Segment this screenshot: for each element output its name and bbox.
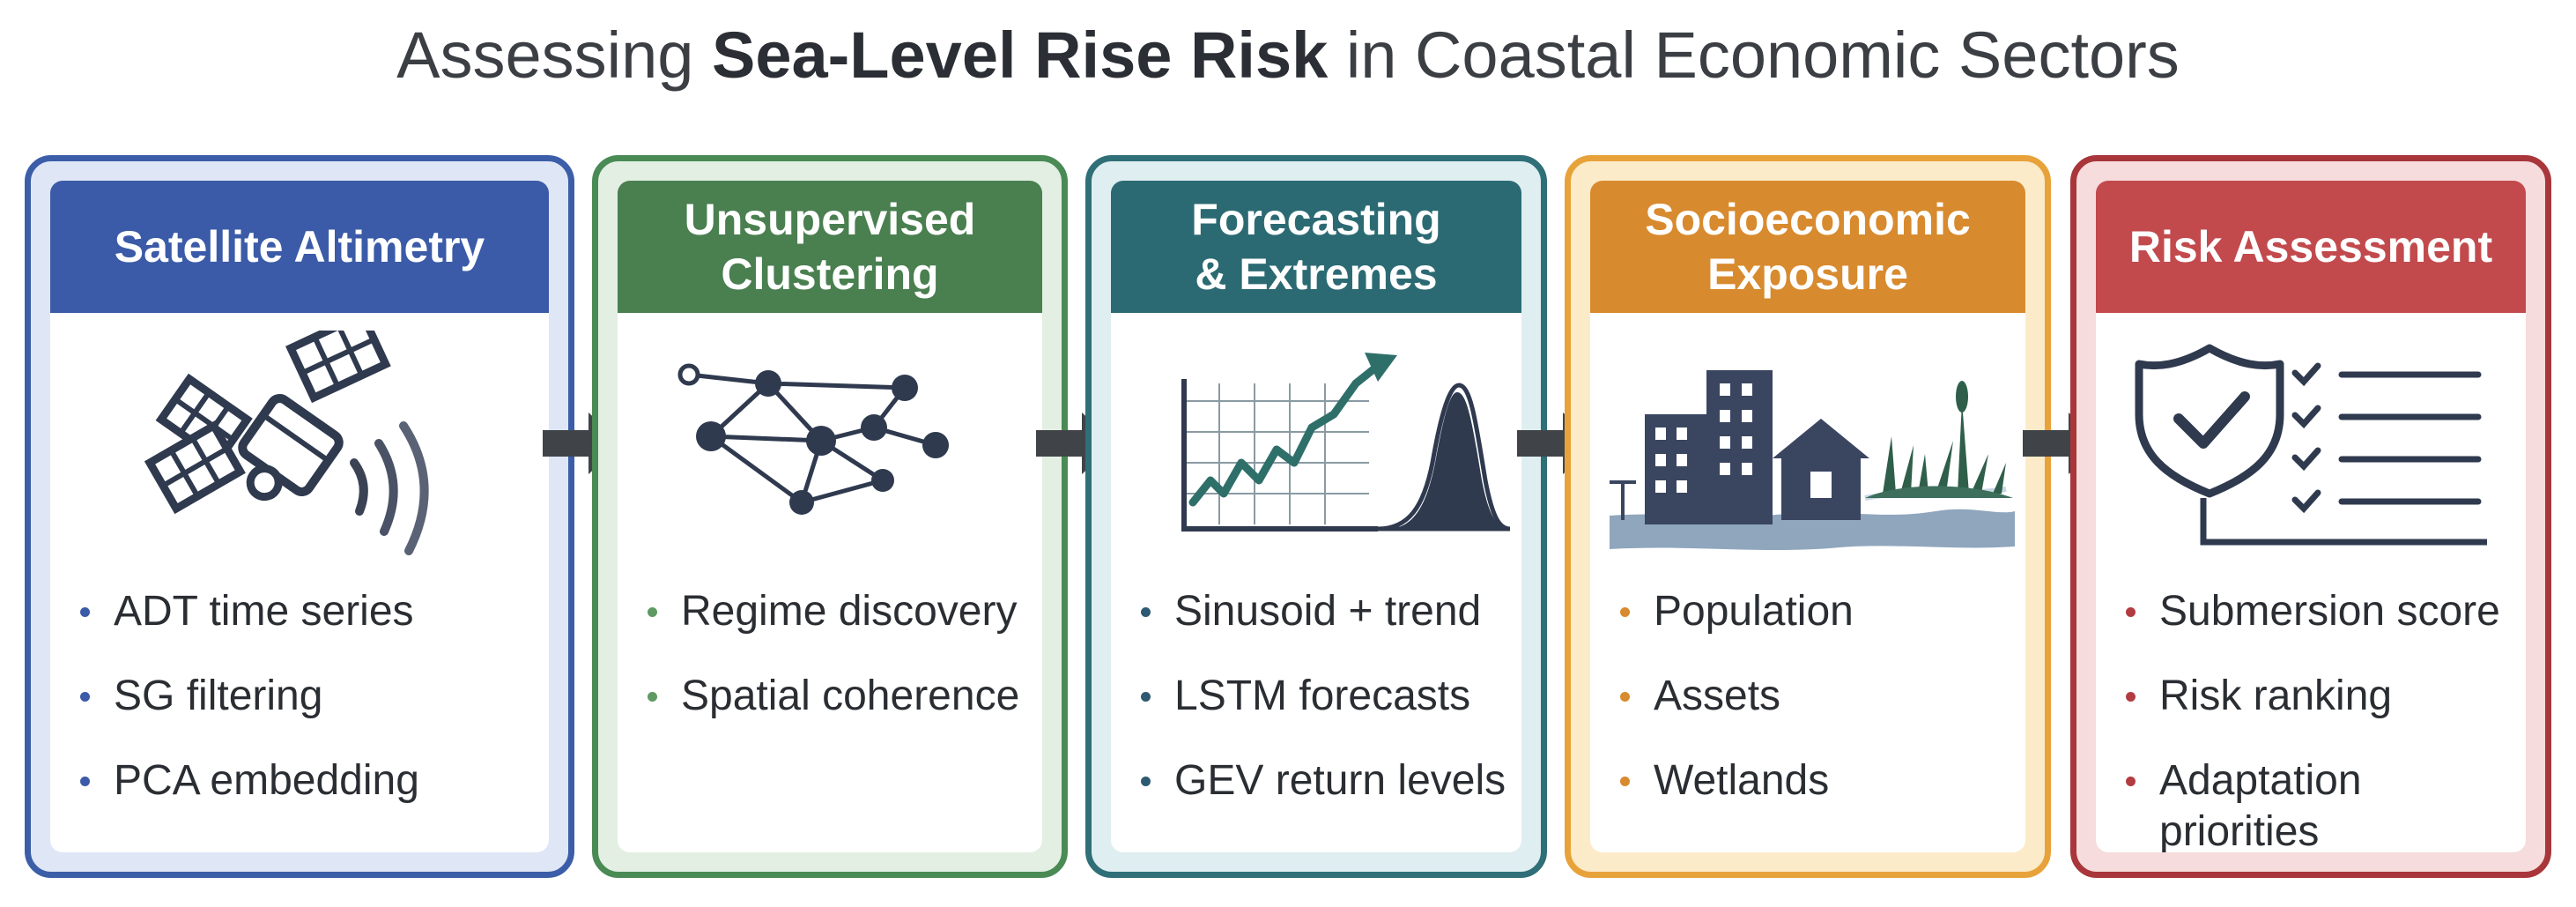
stage-bullet-list: Regime discovery Spatial coherence — [618, 586, 1042, 755]
bullet-dot — [80, 777, 90, 786]
stage-header-line1: Socioeconomic — [1645, 195, 1971, 244]
title-prefix: Assessing — [396, 19, 712, 92]
stage-card-forecasting-extremes: Forecasting & Extremes — [1085, 155, 1547, 878]
list-item: PCA embedding — [50, 755, 549, 807]
list-item: Wetlands — [1590, 755, 2025, 807]
list-item: SG filtering — [50, 671, 549, 722]
stage-bullet-list: Sinusoid + trend LSTM forecasts GEV retu… — [1111, 586, 1521, 840]
list-item: Sinusoid + trend — [1111, 586, 1521, 637]
stage-bullet-list: Submersion score Risk ranking Adaptation… — [2096, 586, 2526, 852]
list-item: Population — [1590, 586, 2025, 637]
stage-header: Forecasting & Extremes — [1111, 181, 1521, 313]
list-item: Risk ranking — [2096, 671, 2526, 722]
list-item: Regime discovery — [618, 586, 1042, 637]
bullet-dot — [2126, 777, 2136, 786]
list-item: LSTM forecasts — [1111, 671, 1521, 722]
stage-header: Unsupervised Clustering — [618, 181, 1042, 313]
list-item: Submersion score — [2096, 586, 2526, 637]
list-item: GEV return levels — [1111, 755, 1521, 807]
bullet-dot — [1620, 777, 1630, 786]
city-wetland-icon — [1590, 331, 2025, 577]
bullet-dot — [1620, 607, 1630, 617]
stage-header-line2: & Extremes — [1195, 249, 1438, 299]
list-item: Spatial coherence — [618, 671, 1042, 722]
bullet-dot — [1141, 777, 1151, 786]
bullet-dot — [2126, 607, 2136, 617]
shield-checklist-icon — [2096, 331, 2526, 577]
title-suffix: in Coastal Economic Sectors — [1328, 19, 2180, 92]
bullet-dot — [1141, 607, 1151, 617]
bullet-dot — [648, 607, 657, 617]
bullet-dot — [1141, 692, 1151, 702]
stage-header-line2: Exposure — [1707, 249, 1908, 299]
bullet-dot — [648, 692, 657, 702]
bullet-dot — [80, 607, 90, 617]
trend-chart-icon — [1111, 331, 1521, 577]
stage-header-line2: Clustering — [721, 249, 939, 299]
bullet-dot — [1620, 692, 1630, 702]
stage-bullet-list: ADT time series SG filtering PCA embeddi… — [50, 586, 549, 840]
title-bold: Sea-Level Rise Risk — [712, 19, 1329, 92]
stage-card-unsupervised-clustering: Unsupervised Clustering — [592, 155, 1068, 878]
network-graph-icon — [618, 331, 1042, 577]
satellite-icon — [50, 331, 549, 577]
stage-header-line1: Unsupervised — [684, 195, 976, 244]
stage-header-line1: Forecasting — [1191, 195, 1441, 244]
list-item: Adaptation priorities — [2096, 755, 2526, 852]
bullet-dot — [80, 692, 90, 702]
stage-header: Satellite Altimetry — [50, 181, 549, 313]
stage-header: Risk Assessment — [2096, 181, 2526, 313]
bullet-dot — [2126, 692, 2136, 702]
stage-card-satellite-altimetry: Satellite Altimetry — [25, 155, 574, 878]
diagram-title: Assessing Sea-Level Rise Risk in Coastal… — [0, 16, 2576, 95]
list-item: ADT time series — [50, 586, 549, 637]
list-item: Assets — [1590, 671, 2025, 722]
stage-card-risk-assessment: Risk Assessment — [2070, 155, 2551, 878]
stage-bullet-list: Population Assets Wetlands — [1590, 586, 2025, 840]
stage-card-socioeconomic-exposure: Socioeconomic Exposure — [1565, 155, 2051, 878]
stage-header: Socioeconomic Exposure — [1590, 181, 2025, 313]
